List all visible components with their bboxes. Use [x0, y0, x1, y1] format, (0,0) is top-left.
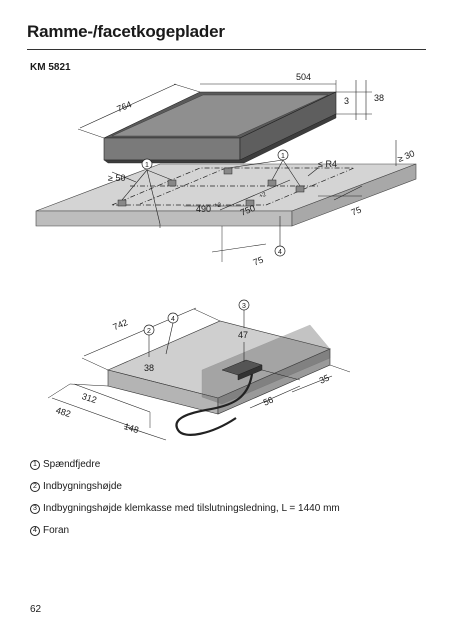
dim-cutout-width-tol: +2 — [259, 192, 268, 200]
hob-glass — [111, 94, 329, 137]
dim-depth-value: 504 — [296, 72, 311, 82]
dim-3-38: 3 38 — [336, 80, 384, 120]
legend-item: 3 Indbygningshøjde klemkasse med tilslut… — [30, 498, 340, 520]
dim-75-front: 75 — [211, 226, 267, 268]
dim-min-edge-left: ≥ 50 — [108, 171, 137, 183]
cutout-centre-line — [139, 167, 227, 205]
marker-4-circle — [274, 245, 286, 257]
marker-4-label: 4 — [278, 249, 282, 256]
dim-radius-value: ≤ R4 — [318, 159, 337, 169]
marker-1-label: 1 — [145, 162, 149, 169]
dim-cutout-depth-tol: +2 — [214, 203, 222, 209]
dim-56: 56 — [249, 369, 301, 409]
legend-text: Indbygningshøjde — [43, 481, 122, 492]
marker-1-circle — [277, 149, 289, 161]
dim-min-edge-right: ≥ 30 — [395, 140, 416, 166]
marker-1-circle — [141, 158, 153, 170]
dim-radius: ≤ R4 — [307, 159, 337, 177]
dim-min-edge-left-value: ≥ 50 — [108, 173, 125, 183]
dim-38-value: 38 — [144, 363, 154, 373]
bottom-drawing: 742 4 2 38 3 47 312 482 — [47, 299, 351, 441]
marker-3-label: 3 — [242, 303, 246, 310]
installation-diagram: 764 504 3 38 1 1 ≥ 50 ≤ — [35, 72, 417, 441]
dim-cutout-depth: 490 +2 — [184, 203, 246, 214]
marker-4-circle — [167, 312, 179, 324]
marker-1-label: 1 — [281, 153, 285, 160]
legend: 1 Spændfjedre 2 Indbygningshøjde 3 Indby… — [30, 454, 340, 542]
dim-504: 504 — [200, 72, 337, 92]
dim-height-value: 38 — [374, 93, 384, 103]
page-number: 62 — [30, 604, 42, 615]
dim-min-edge-right-value: ≥ 30 — [396, 148, 416, 164]
dim-482-value: 482 — [55, 405, 72, 419]
hob-bottom-lip — [103, 113, 337, 164]
dim-482: 482 — [47, 383, 131, 427]
model-label: KM 5821 — [30, 62, 71, 73]
dim-312-value: 312 — [81, 391, 98, 405]
legend-marker: 3 — [30, 504, 40, 514]
dim-35: 35 — [291, 364, 351, 393]
dim-312: 312 — [69, 383, 151, 413]
dim-35-value: 35 — [318, 373, 331, 386]
marker-4-label: 4 — [171, 316, 175, 323]
dim-148: 148 — [123, 412, 167, 441]
top-drawing: 764 504 3 38 1 1 ≥ 50 ≤ — [35, 72, 417, 268]
dim-width-value: 764 — [115, 99, 133, 114]
dim-cutout-depth-value: 490 — [196, 204, 211, 214]
dim-75-front-value: 75 — [252, 255, 265, 268]
legend-text: Indbygningshøjde klemkasse med tilslutni… — [43, 503, 340, 514]
dim-148-value: 148 — [123, 421, 140, 435]
page-title: Ramme-/facetkogeplader — [27, 22, 225, 41]
dim-75-right-value: 75 — [350, 205, 363, 218]
worktop-side-face — [291, 163, 417, 227]
frame-rim — [201, 324, 331, 405]
dim-742-value: 742 — [111, 317, 129, 332]
connection-cable — [175, 373, 254, 436]
legend-marker: 1 — [30, 460, 40, 470]
title-divider — [27, 49, 426, 50]
legend-marker: 4 — [30, 526, 40, 536]
legend-marker: 2 — [30, 482, 40, 492]
marker-4-leader — [165, 322, 174, 355]
legend-text: Spændfjedre — [43, 459, 101, 470]
dim-47-value: 47 — [238, 330, 248, 340]
dim-frame-value: 3 — [344, 96, 349, 106]
marker-2-label: 2 — [147, 328, 151, 335]
marker-1-leaders — [121, 159, 301, 228]
dim-56-value: 56 — [262, 395, 275, 408]
legend-item: 1 Spændfjedre — [30, 454, 340, 476]
dim-75-right: 75 — [318, 185, 363, 218]
hob-front-side — [103, 137, 241, 161]
legend-text: Foran — [43, 525, 70, 536]
legend-item: 4 Foran — [30, 520, 340, 542]
legend-item: 2 Indbygningshøjde — [30, 476, 340, 498]
